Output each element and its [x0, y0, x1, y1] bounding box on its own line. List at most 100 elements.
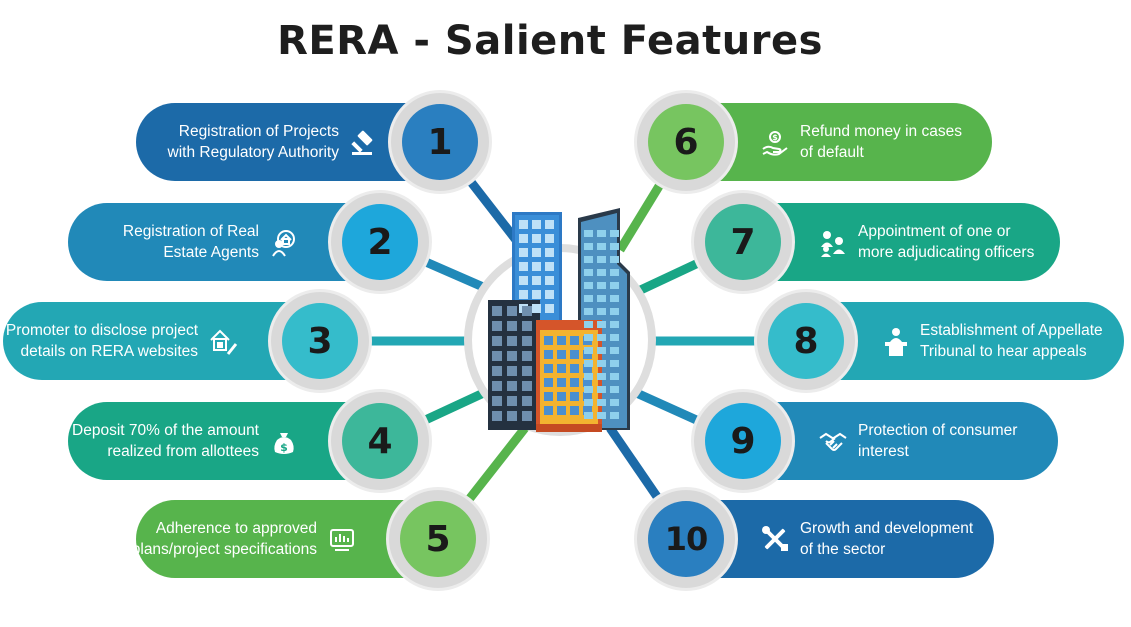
feature-pill-10: Growth and development of the sector: [688, 500, 994, 578]
window: [532, 248, 541, 257]
window: [597, 308, 606, 315]
window: [519, 276, 528, 285]
window: [584, 269, 593, 276]
window: [492, 411, 502, 421]
window: [584, 230, 593, 237]
window: [570, 336, 579, 345]
feature-number-2: 2: [342, 204, 418, 280]
window: [610, 256, 619, 263]
refund-hand-icon: $: [762, 131, 788, 156]
window: [507, 396, 517, 406]
feature-number-3: 3: [282, 303, 358, 379]
dark-building: [488, 300, 540, 430]
window: [522, 396, 532, 406]
window: [519, 220, 528, 229]
window: [544, 378, 553, 387]
window: [519, 234, 528, 243]
window: [597, 347, 606, 354]
window: [507, 321, 517, 331]
window: [532, 290, 541, 299]
feature-number-8: 8: [768, 303, 844, 379]
window: [545, 248, 554, 257]
feature-number-1: 1: [402, 104, 478, 180]
window: [545, 220, 554, 229]
building-windows: [492, 220, 619, 421]
window: [610, 282, 619, 289]
window: [597, 386, 606, 393]
window: [545, 290, 554, 299]
feature-text-line1: Deposit 70% of the amount: [72, 422, 259, 439]
feature-text-line2: of the sector: [800, 541, 886, 558]
window: [492, 381, 502, 391]
window: [570, 406, 579, 415]
feature-text-line1: Registration of Projects: [178, 123, 339, 140]
window: [570, 364, 579, 373]
window: [584, 256, 593, 263]
page-title: RERA - Salient Features: [277, 18, 823, 64]
window: [522, 321, 532, 331]
feature-number-5: 5: [400, 501, 476, 577]
window: [597, 230, 606, 237]
blueprint-screen-icon: [330, 529, 354, 551]
window: [519, 290, 528, 299]
window: [507, 366, 517, 376]
window: [610, 360, 619, 367]
window: [584, 373, 593, 380]
window: [522, 336, 532, 346]
window: [583, 392, 592, 401]
window: [610, 243, 619, 250]
window: [532, 234, 541, 243]
podium-speaker-icon: [885, 328, 907, 356]
window: [570, 350, 579, 359]
window: [610, 295, 619, 302]
window: [507, 306, 517, 316]
window: [597, 321, 606, 328]
feature-text-line2: interest: [858, 443, 909, 460]
window: [522, 306, 532, 316]
window: [532, 304, 541, 313]
window: [492, 351, 502, 361]
feature-number-10: 10: [648, 501, 724, 577]
window: [584, 386, 593, 393]
window: [610, 321, 619, 328]
window: [610, 269, 619, 276]
feature-text-line2: realized from allottees: [107, 443, 259, 460]
feature-text-1: Registration of Projects with Regulatory …: [168, 121, 339, 163]
window: [597, 334, 606, 341]
window: [610, 373, 619, 380]
window: [597, 269, 606, 276]
feature-text-line1: Growth and development: [800, 520, 974, 537]
feature-text-line1: Appointment of one or: [858, 223, 1011, 240]
feature-text-line2: Tribunal to hear appeals: [920, 343, 1087, 360]
window: [610, 399, 619, 406]
feature-number-4: 4: [342, 403, 418, 479]
handshake-icon: [819, 432, 847, 451]
window: [597, 282, 606, 289]
svg-text:$: $: [280, 441, 288, 454]
house-pencil-icon: [210, 329, 238, 355]
feature-text-line2: more adjudicating officers: [858, 244, 1035, 261]
feature-text-line2: with Regulatory Authority: [167, 144, 339, 161]
window: [584, 321, 593, 328]
buildings-illustration: [488, 208, 630, 432]
feature-text-7: Appointment of one or more adjudicating o…: [858, 221, 1034, 263]
feature-text-10: Growth and development of the sector: [800, 518, 973, 560]
window: [545, 234, 554, 243]
window: [597, 399, 606, 406]
window: [584, 243, 593, 250]
window: [522, 366, 532, 376]
window: [522, 381, 532, 391]
window: [544, 350, 553, 359]
window: [597, 360, 606, 367]
feature-text-line2: of default: [800, 144, 864, 161]
window: [584, 412, 593, 419]
feature-number-9: 9: [705, 403, 781, 479]
window: [522, 351, 532, 361]
window: [545, 262, 554, 271]
window: [584, 295, 593, 302]
tools-icon: [762, 526, 788, 551]
